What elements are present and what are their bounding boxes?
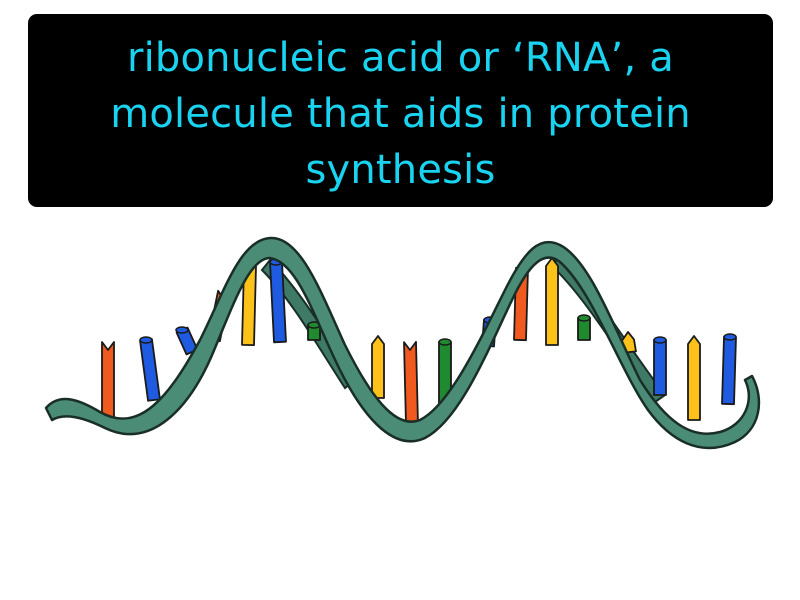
base-orange [101, 341, 115, 421]
backbone-ribbon-front [44, 236, 761, 450]
definition-text: ribonucleic acid or ‘RNA’, a molecule th… [110, 35, 691, 193]
base-cap [438, 338, 452, 346]
base-blue [653, 339, 667, 396]
base-cap [653, 336, 667, 344]
base-yellow [687, 335, 701, 421]
base-cap [723, 333, 737, 341]
base-cap [139, 336, 153, 344]
base-cap [175, 326, 189, 334]
base-orange [403, 340, 419, 427]
base-yellow [371, 335, 385, 399]
base-blue [139, 338, 161, 402]
base-cap [577, 314, 591, 322]
definition-box: ribonucleic acid or ‘RNA’, a molecule th… [28, 14, 773, 207]
base-blue [721, 335, 737, 406]
rna-backbone-front [44, 236, 761, 450]
base-yellow [545, 257, 559, 346]
